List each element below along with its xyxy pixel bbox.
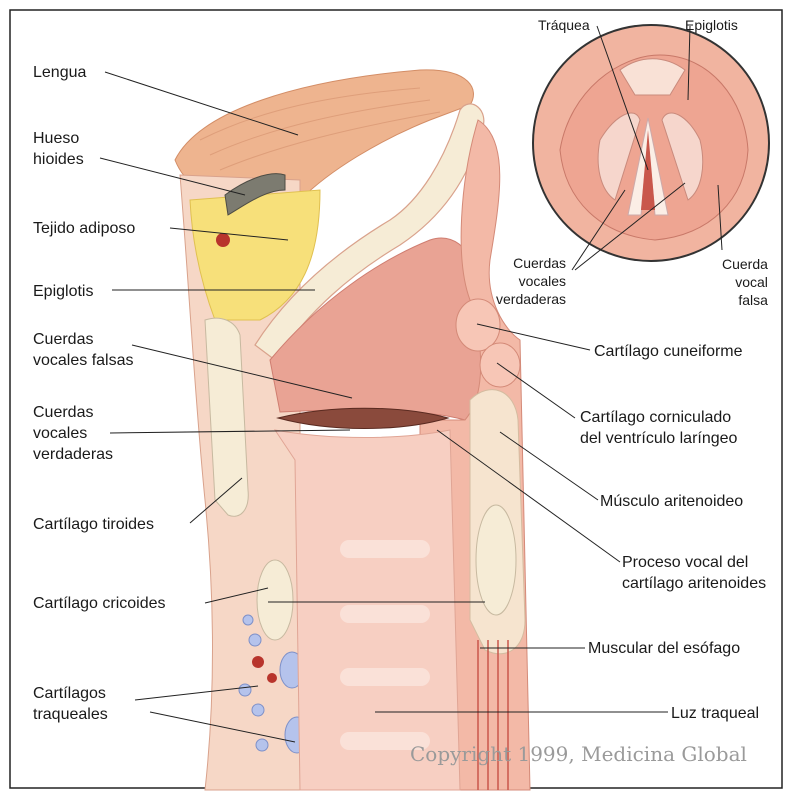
tracheal-dot-1 <box>252 656 264 668</box>
fat-dot <box>216 233 230 247</box>
label-musculo-aritenoideo: Músculo aritenoideo <box>600 491 743 512</box>
inset-label-cuerdas-verdaderas: Cuerdas vocales verdaderas <box>496 254 566 308</box>
label-muscular-esofago: Muscular del esófago <box>588 638 740 659</box>
label-cuerdas-verdaderas: Cuerdas vocales verdaderas <box>33 402 113 465</box>
label-lengua: Lengua <box>33 62 86 83</box>
inset-label-traquea: Tráquea <box>538 16 590 34</box>
label-cartilago-cricoides: Cartílago cricoides <box>33 593 166 614</box>
label-luz-traqueal: Luz traqueal <box>671 703 759 724</box>
label-cuerdas-falsas: Cuerdas vocales falsas <box>33 329 134 371</box>
inset-label-cuerda-falsa: Cuerda vocal falsa <box>722 255 768 309</box>
copyright-notice: Copyright 1999, Medicina Global <box>410 742 747 766</box>
label-cartilagos-traqueales: Cartílagos traqueales <box>33 683 108 725</box>
label-tejido-adiposo: Tejido adiposo <box>33 218 135 239</box>
label-hueso-hioides: Hueso hioides <box>33 128 84 170</box>
inset-label-epiglotis: Epiglotis <box>685 16 738 34</box>
tracheal-dot-2 <box>267 673 277 683</box>
label-proceso-vocal: Proceso vocal del cartílago aritenoides <box>622 552 766 594</box>
cricoid-cartilage <box>257 560 293 640</box>
cuneiform-bump <box>456 299 500 351</box>
label-cartilago-cuneiforme: Cartílago cuneiforme <box>594 341 743 362</box>
label-cartilago-corniculado: Cartílago corniculado del ventrículo lar… <box>580 407 737 449</box>
label-cartilago-tiroides: Cartílago tiroides <box>33 514 154 535</box>
arytenoid-process <box>476 505 516 615</box>
label-epiglotis: Epiglotis <box>33 281 93 302</box>
